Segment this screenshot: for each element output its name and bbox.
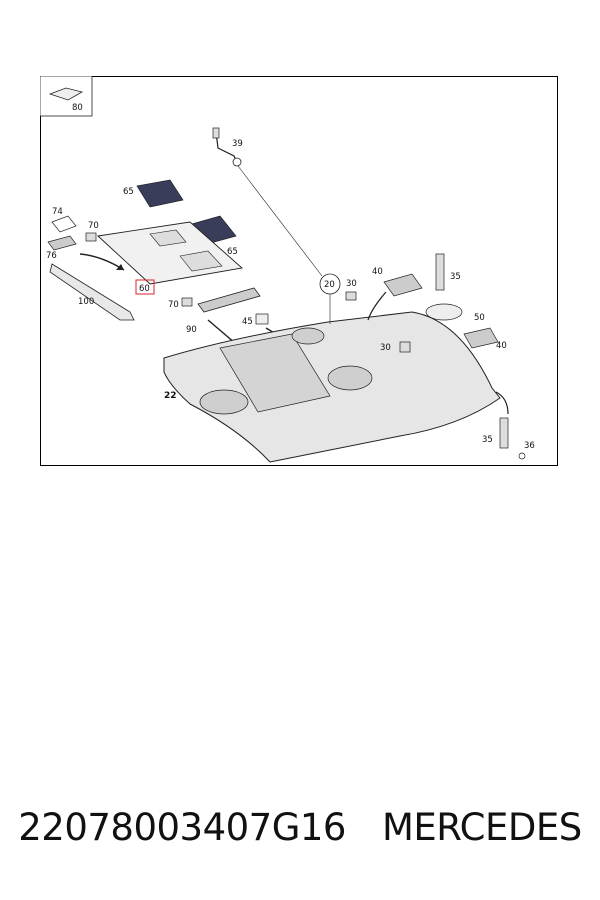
callout-100[interactable]: 100 — [78, 297, 94, 307]
part-39-plug — [212, 127, 220, 139]
callout-40-a[interactable]: 40 — [372, 267, 383, 277]
callout-50[interactable]: 50 — [474, 313, 485, 323]
part-35-bracket-a — [435, 253, 445, 291]
part-22-sunroof-opening — [219, 333, 331, 413]
part-60-recess-b — [179, 250, 223, 272]
part-40-bracket-b — [463, 327, 499, 349]
callout-60[interactable]: 60 — [139, 284, 150, 294]
part-100-rail — [49, 263, 135, 321]
part-30-clip-a — [345, 291, 357, 301]
arrow-35-b — [495, 391, 509, 415]
callout-35-b[interactable]: 35 — [482, 435, 493, 445]
callout-35-a[interactable]: 35 — [450, 272, 461, 282]
part-65-pad-a — [136, 179, 184, 208]
leader-20 — [237, 165, 323, 277]
part-70-clip-a — [85, 232, 97, 242]
callout-30-b[interactable]: 30 — [380, 343, 391, 353]
callout-70-a[interactable]: 70 — [88, 221, 99, 231]
callout-70-b[interactable]: 70 — [168, 300, 179, 310]
part-40-bracket-a — [383, 273, 423, 297]
parts-diagram: 80 39 65 65 60 74 76 70 100 70 90 45 22 … — [40, 76, 535, 463]
part-76-shape — [47, 235, 77, 251]
part-39-ring — [232, 157, 242, 167]
part-50-light — [425, 303, 463, 321]
part-45-block — [255, 313, 269, 325]
part-22-handle-c — [291, 327, 325, 345]
part-22-handle-a — [199, 389, 249, 415]
caption: 22078003407G16 MERCEDES — [0, 806, 600, 849]
callout-22[interactable]: 22 — [164, 391, 177, 401]
arrow-to-60-head — [116, 264, 124, 270]
callout-76[interactable]: 76 — [46, 251, 57, 261]
callout-80[interactable]: 80 — [72, 103, 83, 113]
callout-74[interactable]: 74 — [52, 207, 63, 217]
callout-90[interactable]: 90 — [186, 325, 197, 335]
part-22-handle-b — [327, 365, 373, 391]
callout-65-b[interactable]: 65 — [227, 247, 238, 257]
arrow-40-a — [367, 291, 387, 321]
part-30-clip-b — [399, 341, 411, 353]
callout-40-b[interactable]: 40 — [496, 341, 507, 351]
callout-60-box — [135, 279, 155, 295]
part-90-rail — [197, 287, 261, 313]
callout-65-a[interactable]: 65 — [123, 187, 134, 197]
part-35-bracket-b — [499, 417, 509, 449]
brand-name: MERCEDES — [381, 806, 582, 849]
part-number: 22078003407G16 — [18, 806, 346, 849]
part-70-clip-b — [181, 297, 193, 307]
callout-20[interactable]: 20 — [324, 280, 335, 290]
arrow-to-60 — [79, 253, 125, 271]
callout-45[interactable]: 45 — [242, 317, 253, 327]
part-60-recess-a — [149, 229, 187, 247]
callout-36[interactable]: 36 — [524, 441, 535, 451]
part-36-screw — [518, 452, 526, 460]
callout-39[interactable]: 39 — [232, 139, 243, 149]
callout-30-a[interactable]: 30 — [346, 279, 357, 289]
part-74-shape — [51, 215, 77, 233]
part-80-shape — [48, 87, 84, 101]
part-22-headliner — [163, 311, 501, 463]
